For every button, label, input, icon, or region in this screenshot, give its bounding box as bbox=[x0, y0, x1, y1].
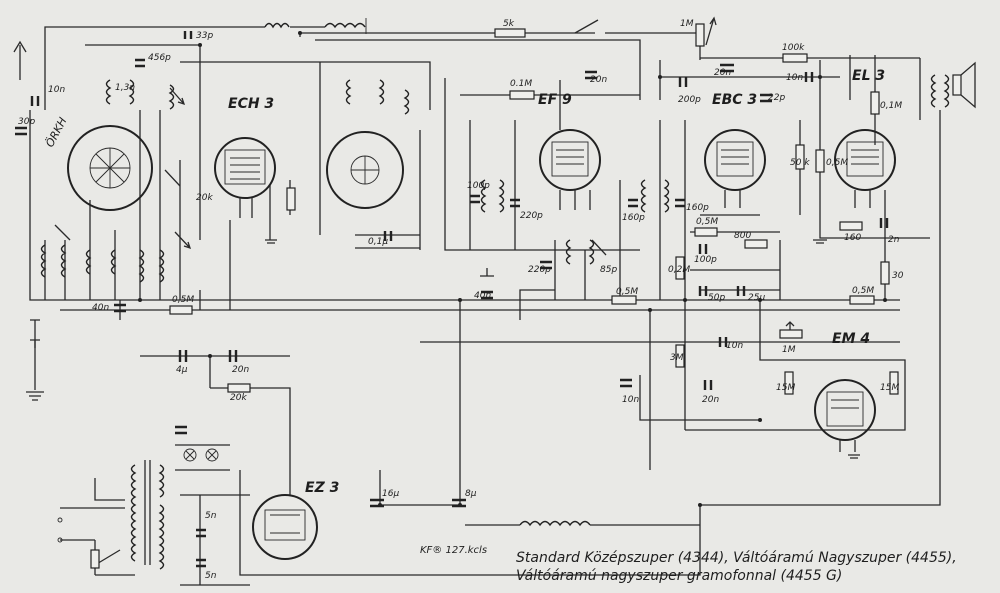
value-85p: 85p bbox=[600, 265, 617, 275]
tube-labels: ECH 3 EF 9 EBC 3 EL 3 EM 4 EZ 3 ÖRKH bbox=[43, 68, 885, 496]
value-40n-b: 40n bbox=[92, 303, 109, 313]
value-10n-el3: 10n bbox=[786, 73, 803, 83]
value-0-5m-d: 0,5M bbox=[852, 286, 874, 296]
value-20n-c: 20n bbox=[702, 395, 719, 405]
value-0-1m-ef9: 0.1M bbox=[510, 79, 532, 89]
value-0-5m-a: 0,5M bbox=[696, 217, 718, 227]
ground-symbols bbox=[26, 239, 860, 459]
value-8u: 8μ bbox=[465, 489, 477, 499]
value-0-1m-el3: 0,1M bbox=[880, 101, 902, 111]
value-50k: 50 k bbox=[790, 158, 810, 168]
value-15m-b: 15M bbox=[880, 383, 899, 393]
value-5n-a: 5n bbox=[205, 511, 217, 521]
coils bbox=[40, 22, 950, 570]
value-220p-a: 220p bbox=[520, 211, 543, 221]
value-20n-ef9: 20n bbox=[590, 75, 607, 85]
value-20k: 20k bbox=[196, 193, 213, 203]
value-0-5m-b: 0,5M bbox=[616, 287, 638, 297]
value-50p: 50p bbox=[708, 293, 725, 303]
wiring bbox=[29, 18, 941, 586]
value-5n-b: 5n bbox=[205, 571, 217, 581]
tube-label-ef9: EF 9 bbox=[538, 92, 572, 108]
value-0-5m-c: 0,5M bbox=[172, 295, 194, 305]
value-220p-b: 220p bbox=[528, 265, 551, 275]
value-1-3n: 1,3n bbox=[115, 83, 135, 93]
value-20n-ebc: 20n bbox=[714, 68, 731, 78]
value-25u: 25μ bbox=[748, 293, 765, 303]
value-200p: 200p bbox=[678, 95, 701, 105]
value-1m-mid: 1M bbox=[782, 345, 796, 355]
caption-line-1: Standard Középszuper (4344), Váltóáramú … bbox=[516, 550, 957, 566]
value-22p: 22p bbox=[768, 93, 785, 103]
value-30: 30 bbox=[892, 271, 904, 281]
value-160p-a: 160p bbox=[622, 213, 645, 223]
value-2n: 2n bbox=[888, 235, 900, 245]
value-20k-b: 20k bbox=[230, 393, 247, 403]
value-0-5m-r: 0,5M bbox=[826, 158, 848, 168]
value-10n-b: 10n bbox=[622, 395, 639, 405]
value-3m: 3M bbox=[670, 353, 684, 363]
band-letters: ÖRKH bbox=[43, 115, 69, 149]
tube-label-ez3: EZ 3 bbox=[305, 480, 339, 496]
value-0-2m: 0,2M bbox=[668, 265, 690, 275]
value-1m-top: 1M bbox=[680, 19, 694, 29]
tube-label-em4: EM 4 bbox=[832, 331, 870, 347]
value-30p: 30p bbox=[18, 117, 35, 127]
tube-label-ebc3: EBC 3 bbox=[712, 92, 757, 108]
component-values: 5k 1M 33p 456p 1,3n 10n 30p 0.1M 20n 100… bbox=[18, 19, 904, 581]
value-456p: 456p bbox=[148, 53, 171, 63]
tube-label-el3: EL 3 bbox=[852, 68, 885, 84]
value-10n-mid: 10n bbox=[726, 341, 743, 351]
capacitors bbox=[15, 31, 889, 568]
caption-line-2: Váltóáramú nagyszuper gramofonnal (4455 … bbox=[516, 568, 842, 584]
value-10n-left: 10n bbox=[48, 85, 65, 95]
value-100p-b: 100p bbox=[694, 255, 717, 265]
value-20n-b: 20n bbox=[232, 365, 249, 375]
tube-label-ech3: ECH 3 bbox=[228, 96, 274, 112]
value-160: 160 bbox=[844, 233, 861, 243]
value-160p-b: 160p bbox=[686, 203, 709, 213]
value-100k: 100k bbox=[782, 43, 805, 53]
value-0-1u: 0,1μ bbox=[368, 237, 388, 247]
value-16u: 16μ bbox=[382, 489, 399, 499]
tubes bbox=[67, 125, 896, 560]
value-5k: 5k bbox=[503, 19, 515, 29]
antenna-and-switches bbox=[13, 19, 976, 569]
stamp-text: KF® 127.kcls bbox=[420, 545, 487, 556]
value-4u: 4μ bbox=[176, 365, 188, 375]
value-15m-a: 15M bbox=[776, 383, 795, 393]
value-33p: 33p bbox=[196, 31, 213, 41]
value-40n-a: 40n bbox=[474, 291, 491, 301]
value-800: 800 bbox=[734, 231, 751, 241]
resistors bbox=[169, 16, 899, 395]
value-100p-a: 100p bbox=[467, 181, 490, 191]
